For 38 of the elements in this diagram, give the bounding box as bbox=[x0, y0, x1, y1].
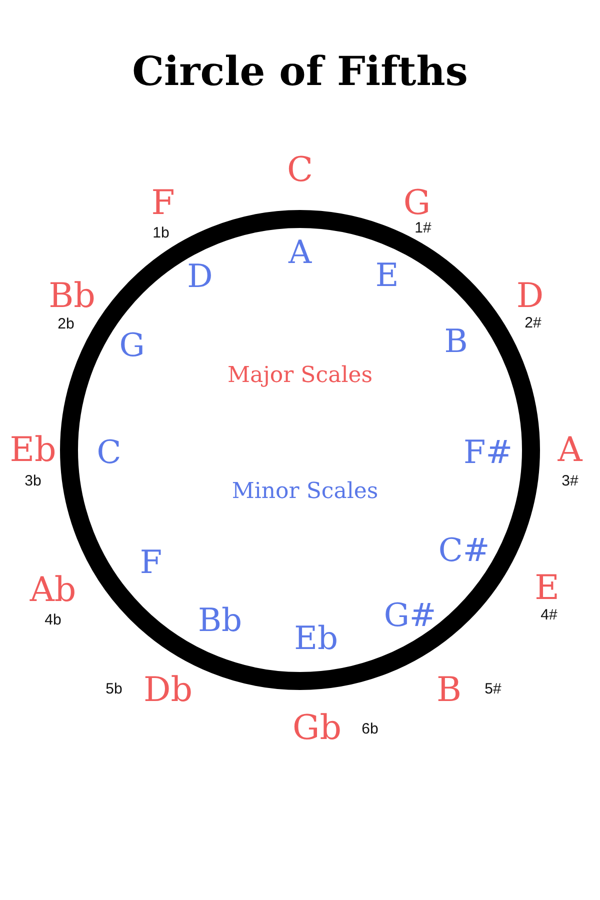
minor-key-label: E bbox=[375, 259, 399, 291]
minor-key-label: C bbox=[96, 436, 122, 468]
minor-key-label: Bb bbox=[198, 604, 242, 636]
key-signature-label: 2# bbox=[524, 316, 542, 330]
title: Circle of Fifths bbox=[132, 52, 468, 92]
minor-key-label: B bbox=[444, 325, 468, 357]
major-key-label: E bbox=[534, 571, 560, 605]
key-signature-label: 4# bbox=[540, 608, 558, 622]
key-signature-label: 5b bbox=[106, 682, 122, 696]
key-signature-label: 4b bbox=[44, 612, 62, 628]
major-key-label: C bbox=[287, 153, 313, 187]
minor-key-label: F# bbox=[464, 436, 512, 468]
major-key-label: Ab bbox=[30, 573, 76, 607]
major-key-label: Db bbox=[143, 673, 193, 707]
major-key-label: D bbox=[516, 279, 544, 313]
minor-key-label: G bbox=[119, 329, 145, 361]
major-key-label: F bbox=[151, 186, 175, 220]
key-signature-label: 1b bbox=[152, 226, 170, 240]
minor-key-label: A bbox=[288, 236, 312, 268]
minor-key-label: G# bbox=[384, 599, 436, 631]
major-key-label: G bbox=[403, 186, 431, 220]
scale-heading: Minor Scales bbox=[232, 481, 378, 503]
scale-heading: Major Scales bbox=[227, 365, 373, 387]
key-signature-label: 6b bbox=[362, 722, 378, 736]
major-key-label: A bbox=[558, 433, 582, 467]
major-key-label: Eb bbox=[10, 433, 56, 467]
key-signature-label: 3# bbox=[562, 474, 578, 488]
key-signature-label: 3b bbox=[24, 474, 42, 488]
minor-key-label: F bbox=[140, 546, 162, 578]
key-signature-label: 2b bbox=[58, 316, 74, 332]
major-key-label: Gb bbox=[292, 711, 342, 745]
key-signature-label: 1# bbox=[414, 220, 432, 236]
major-key-label: Bb bbox=[48, 279, 96, 313]
minor-key-label: C# bbox=[438, 534, 490, 566]
key-signature-label: 5# bbox=[484, 682, 502, 696]
minor-key-label: D bbox=[187, 260, 213, 292]
major-key-label: B bbox=[436, 673, 462, 707]
minor-key-label: Eb bbox=[294, 622, 338, 654]
